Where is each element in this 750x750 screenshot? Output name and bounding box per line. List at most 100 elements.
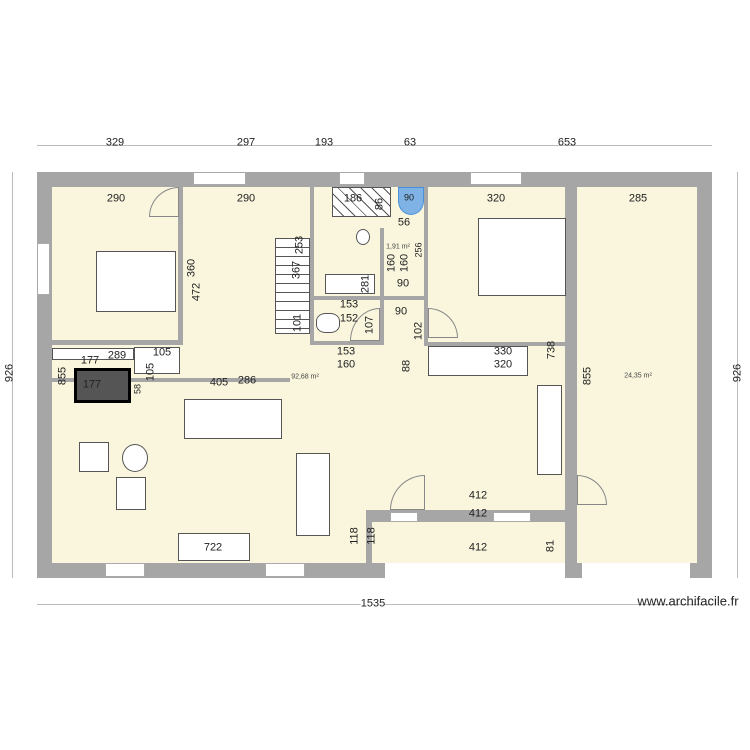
window xyxy=(193,172,246,185)
label: 253 xyxy=(293,235,306,255)
armchair xyxy=(116,477,146,510)
dim-top: 297 xyxy=(236,136,256,149)
wall-bedroom xyxy=(178,187,183,345)
label: 56 xyxy=(397,216,411,229)
wall-bathroom-left xyxy=(310,187,314,345)
label: 177 xyxy=(80,354,100,367)
label: 107 xyxy=(363,315,376,335)
label: 320 xyxy=(486,192,506,205)
label: 405 xyxy=(209,376,229,389)
window xyxy=(493,512,531,522)
dim-top: 63 xyxy=(403,136,417,149)
wall-bathroom-mid xyxy=(310,296,428,300)
label: 290 xyxy=(106,192,126,205)
label: 412 xyxy=(468,489,488,502)
label: 153 xyxy=(339,298,359,311)
top-dimension-line xyxy=(37,145,712,146)
sofa xyxy=(184,399,282,439)
window xyxy=(37,243,50,295)
window xyxy=(390,512,418,522)
shower xyxy=(332,187,391,217)
wall-right-room xyxy=(565,187,577,563)
kitchen-counter-side xyxy=(537,385,562,475)
label: 186 xyxy=(343,192,363,205)
label: 330 xyxy=(493,345,513,358)
dim-top: 653 xyxy=(557,136,577,149)
toilet xyxy=(356,229,370,245)
dim-left: 926 xyxy=(3,363,16,383)
window xyxy=(470,172,522,185)
label: 105 xyxy=(152,346,172,359)
label: 152 xyxy=(339,312,359,325)
watermark: www.archifacile.fr xyxy=(637,593,739,609)
armchair xyxy=(79,442,109,472)
kitchen-counter xyxy=(428,346,528,376)
label: 105 xyxy=(144,362,157,382)
dim-bottom: 1535 xyxy=(360,597,386,610)
label: 90 xyxy=(403,192,415,203)
corridor-floor xyxy=(372,522,565,563)
fireplace xyxy=(74,368,131,403)
label: 855 xyxy=(581,366,594,386)
label: 286 xyxy=(237,374,257,387)
label: 285 xyxy=(628,192,648,205)
area-main: 92,68 m² xyxy=(291,373,319,381)
left-dimension-line xyxy=(12,172,13,578)
round-table xyxy=(122,444,148,472)
tv-unit xyxy=(178,533,250,561)
label: 256 xyxy=(413,242,424,258)
label: 289 xyxy=(107,349,127,362)
label: 58 xyxy=(132,383,143,395)
label: 722 xyxy=(203,541,223,554)
label: 367 xyxy=(290,260,303,280)
label: 290 xyxy=(236,192,256,205)
label: 153 xyxy=(336,345,356,358)
label: 160 xyxy=(385,253,398,273)
bed xyxy=(96,251,176,312)
label: 177 xyxy=(82,378,102,391)
wall-bedroom-bottom xyxy=(52,340,183,345)
label: 320 xyxy=(493,358,513,371)
label: 281 xyxy=(359,274,372,294)
wall-living-top xyxy=(52,378,290,382)
label: 90 xyxy=(394,305,408,318)
dim-top: 329 xyxy=(105,136,125,149)
label: 88 xyxy=(400,359,413,373)
cupboard xyxy=(52,348,134,360)
toilet xyxy=(316,313,340,333)
label: 472 xyxy=(190,282,203,302)
window xyxy=(265,563,305,577)
label: 118 xyxy=(365,527,378,545)
staircase xyxy=(275,238,310,334)
window xyxy=(339,172,365,185)
wall-bedroom2 xyxy=(424,187,428,345)
label: 360 xyxy=(185,258,198,278)
window xyxy=(105,563,145,577)
wall-wc xyxy=(380,228,384,345)
area-right-room: 24,35 m² xyxy=(624,372,652,380)
wall-corridor-left xyxy=(366,510,372,563)
label: 101 xyxy=(291,313,304,333)
label: 738 xyxy=(545,340,558,360)
cabinet xyxy=(134,347,180,374)
wall-wc-bottom xyxy=(310,341,384,345)
label: 160 xyxy=(336,358,356,371)
sofa xyxy=(296,453,330,536)
bathtub xyxy=(325,274,375,294)
dim-right: 926 xyxy=(731,363,744,383)
label: 412 xyxy=(468,507,488,520)
wall-kitchen-top xyxy=(424,342,565,346)
opening-right xyxy=(582,563,690,578)
label: 160 xyxy=(398,253,411,273)
opening xyxy=(385,563,565,578)
area-shower: 1,91 m² xyxy=(386,243,410,251)
label: 118 xyxy=(348,527,361,545)
label: 81 xyxy=(544,539,557,553)
right-dimension-line xyxy=(737,172,738,578)
dim-top: 193 xyxy=(314,136,334,149)
label: 90 xyxy=(396,277,410,290)
label: 855 xyxy=(56,366,69,386)
label: 412 xyxy=(468,541,488,554)
selected-sink[interactable] xyxy=(398,187,424,215)
